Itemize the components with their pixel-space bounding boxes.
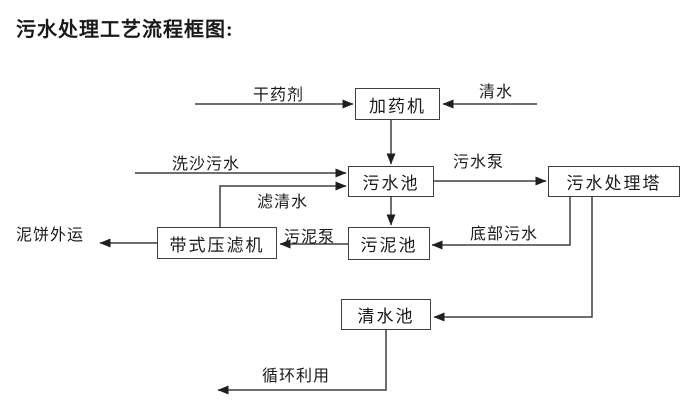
- node-belt-filter-press: 带式压滤机: [157, 227, 277, 259]
- node-sewage-pool: 污水池: [348, 166, 434, 197]
- label-sand-washing-sewage: 洗沙污水: [172, 156, 241, 173]
- label-recycle-use: 循环利用: [262, 368, 331, 385]
- connector-clear-water-pool-to-recycle: [217, 330, 387, 395]
- node-dosing-machine: 加药机: [355, 88, 440, 120]
- label-filtered-water: 滤清水: [257, 194, 309, 211]
- page-title: 污水处理工艺流程框图:: [16, 19, 234, 41]
- node-clear-water-pool: 清水池: [341, 299, 431, 330]
- connector-filtered-water-to-sewage-pool: [219, 181, 347, 227]
- label-dry-agent: 干药剂: [253, 87, 305, 104]
- connector-tower-to-clear-water-pool: [433, 197, 593, 322]
- label-sewage-pump: 污水泵: [453, 154, 505, 171]
- label-bottom-sewage: 底部污水: [470, 226, 539, 243]
- label-mud-cake-out: 泥饼外运: [16, 227, 85, 244]
- node-sewage-treatment-tower: 污水处理塔: [548, 166, 680, 197]
- label-sludge-pump: 污泥泵: [284, 229, 336, 246]
- label-clear-water: 清水: [479, 84, 514, 101]
- connector-tower-bottom-sewage-to-sludge-pool: [431, 197, 571, 250]
- node-sludge-pool: 污泥池: [348, 227, 430, 260]
